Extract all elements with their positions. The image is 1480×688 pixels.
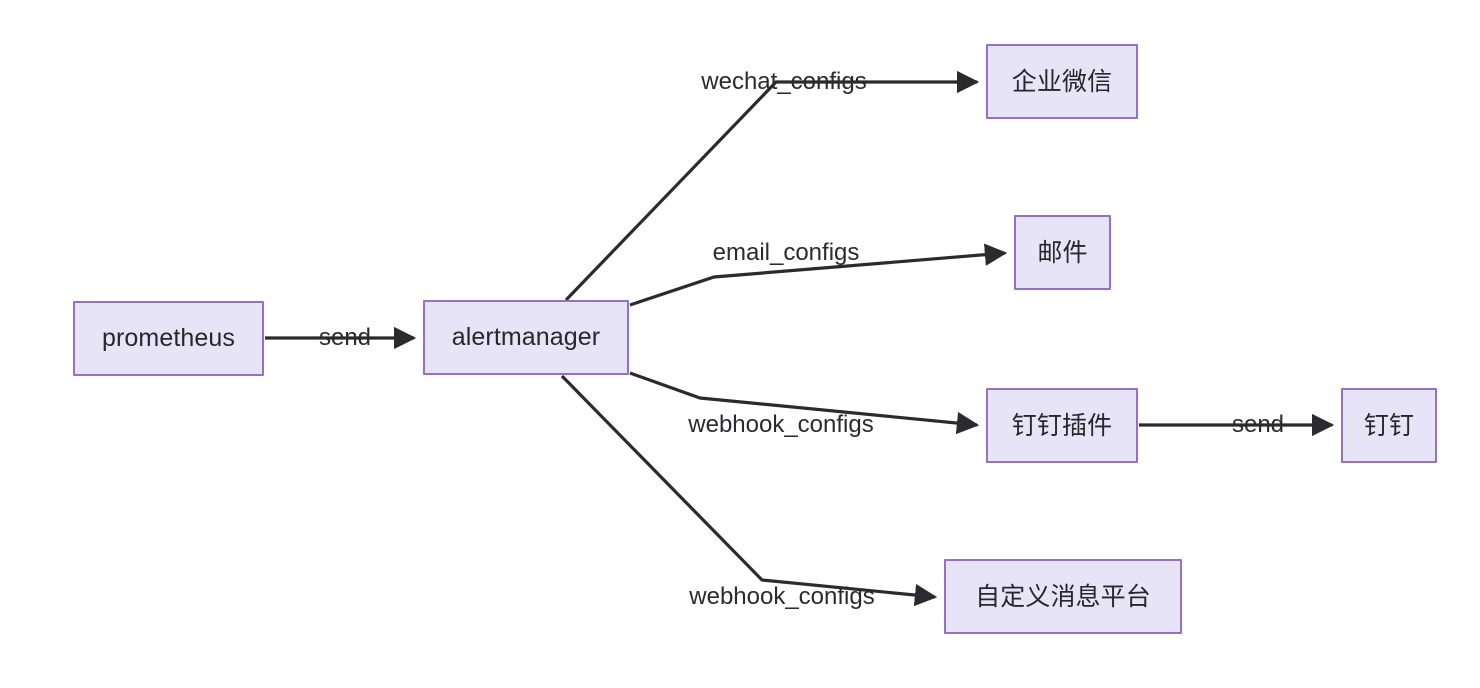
edge-alertmanager-to-custom (560, 374, 938, 607)
node-dingtalk-plugin[interactable]: 钉钉插件 (986, 388, 1138, 463)
node-wechat[interactable]: 企业微信 (986, 44, 1138, 119)
node-label: 自定义消息平台 (975, 582, 1151, 611)
node-label: 钉钉插件 (1011, 411, 1113, 440)
node-label: prometheus (101, 324, 236, 352)
node-dingtalk[interactable]: 钉钉 (1341, 388, 1437, 463)
edge-alertmanager-to-dingplugin (629, 371, 980, 435)
node-prometheus[interactable]: prometheus (73, 301, 264, 376)
node-custom-message-platform[interactable]: 自定义消息平台 (944, 559, 1182, 634)
edge-alertmanager-to-wechat (564, 70, 980, 302)
node-label: 钉钉 (1363, 411, 1415, 440)
node-label: 企业微信 (1011, 67, 1113, 96)
node-label: alertmanager (451, 323, 601, 351)
node-label: 邮件 (1037, 238, 1088, 267)
node-alertmanager[interactable]: alertmanager (423, 300, 629, 375)
node-email[interactable]: 邮件 (1014, 215, 1111, 290)
edge-alertmanager-to-email (629, 243, 1008, 307)
